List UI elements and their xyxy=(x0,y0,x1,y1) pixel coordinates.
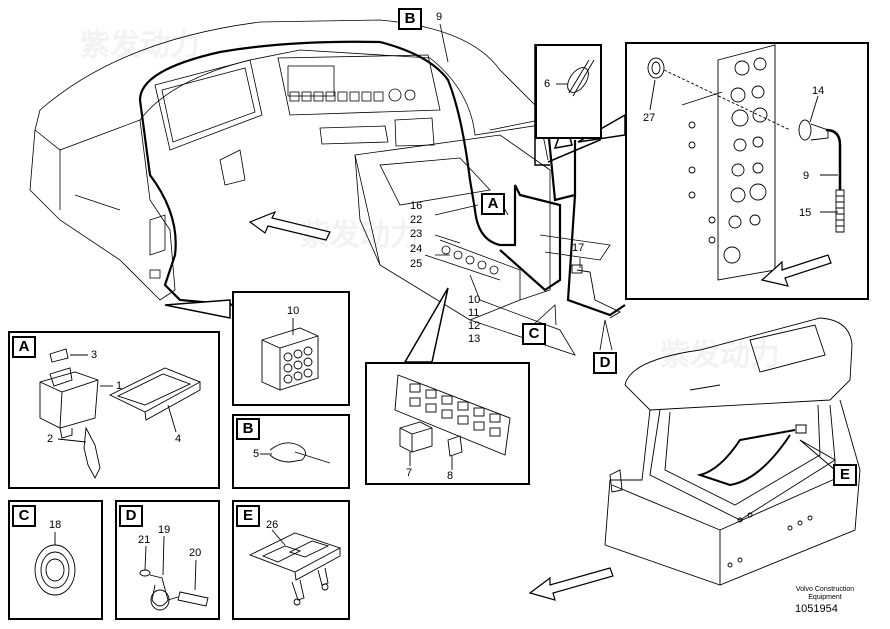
part-number: 2 xyxy=(47,433,54,445)
watermark: 紫发动力 xyxy=(660,338,780,373)
part-number: 21 xyxy=(138,534,151,546)
part-number: 19 xyxy=(158,524,171,536)
part-number: 17 xyxy=(572,242,585,254)
part-number: 10 xyxy=(468,294,481,306)
part-number: 12 xyxy=(468,320,481,332)
part-number: 10 xyxy=(287,305,300,317)
document-number: 1051954 xyxy=(795,603,838,615)
part-number: 9 xyxy=(436,11,443,23)
part-number: 1 xyxy=(116,380,123,392)
part-number: 27 xyxy=(643,112,656,124)
part-number: 11 xyxy=(468,307,480,319)
callout-b: B xyxy=(398,8,422,30)
inset-relay-panel xyxy=(365,362,530,485)
part-number: 3 xyxy=(91,349,98,361)
part-number: 14 xyxy=(812,85,825,97)
inset-label-c: C xyxy=(12,505,36,527)
brand-line-2: Equipment xyxy=(808,594,842,601)
callout-a: A xyxy=(481,193,505,215)
part-number: 16 xyxy=(410,200,423,212)
brand-label: Volvo Construction Equipment xyxy=(790,586,860,602)
callout-d: D xyxy=(593,352,617,374)
part-number: 13 xyxy=(468,333,481,345)
part-number: 22 xyxy=(410,214,423,226)
inset-label-a: A xyxy=(12,336,36,358)
part-number: 23 xyxy=(410,228,423,240)
inset-label-b: B xyxy=(236,418,260,440)
callout-e: E xyxy=(833,464,857,486)
inset-label-e: E xyxy=(236,505,260,527)
part-number: 20 xyxy=(189,547,202,559)
inset-label-d: D xyxy=(119,505,143,527)
inset-A xyxy=(8,331,220,489)
inset-cable-tie xyxy=(535,44,602,139)
watermark: 紫发动力 xyxy=(80,28,200,63)
part-number: 9 xyxy=(803,170,810,182)
part-number: 15 xyxy=(799,207,812,219)
part-number: 24 xyxy=(410,243,423,255)
part-number: 18 xyxy=(49,519,62,531)
part-number: 8 xyxy=(447,470,454,482)
callout-c: C xyxy=(522,323,546,345)
part-number: 6 xyxy=(544,78,551,90)
brand-line-1: Volvo Construction xyxy=(795,586,855,593)
part-number: 4 xyxy=(175,433,182,445)
part-number: 26 xyxy=(266,519,279,531)
part-number: 25 xyxy=(410,258,423,270)
part-number: 5 xyxy=(253,448,260,460)
part-number: 7 xyxy=(406,467,413,479)
